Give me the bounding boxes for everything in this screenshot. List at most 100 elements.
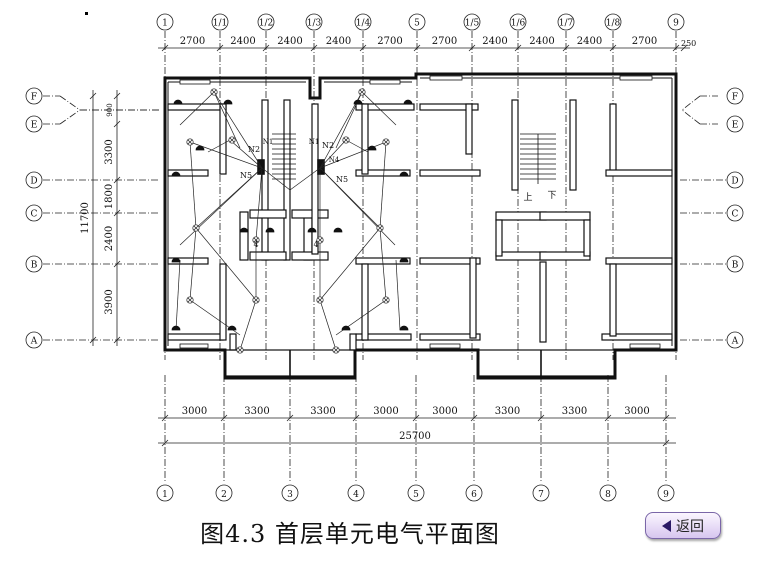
dim-top-4: 2700 [377,36,402,47]
dim-top-8: 2400 [577,36,602,47]
axis-bubble-right [726,87,744,105]
dim-bottom-6: 3300 [562,406,587,417]
dim-tick [113,92,121,100]
stair-down-label: 下 [547,191,556,201]
lamp-cross [237,347,243,353]
window [629,343,661,349]
dim-left-4: 3900 [104,289,115,314]
wall-segment-36 [609,103,617,175]
axis-label-top: 1/2 [259,19,273,29]
dim-tick [113,120,121,128]
left-triangle-icon [662,519,671,532]
axis-bubble-right [726,255,744,273]
back-button-label: 返回 [676,518,704,535]
grid-line-row-bend [681,95,701,111]
lamp-cross [377,225,383,231]
dim-top-9: 2700 [632,36,657,47]
dim-top-6: 2400 [482,36,507,47]
socket-icon [171,257,181,263]
socket-icon [265,227,275,233]
dim-bottom-0: 3000 [182,406,207,417]
window [429,75,463,81]
dim-tick [537,414,545,422]
lamp-cross [253,237,259,243]
axis-label-left: A [30,337,38,347]
socket-icon [367,145,377,151]
axis-bubble-bottom [281,484,299,502]
lamp-cross [383,139,389,145]
dim-tick [89,92,97,100]
axis-bubble-left [25,115,43,133]
axis-label-left: F [31,93,37,103]
axis-bubble-right [726,171,744,189]
dim-tick [562,44,570,52]
dim-tick [161,439,169,447]
wall-segment-2 [167,257,209,265]
axis-bubble-bottom [599,484,617,502]
axis-grid [43,31,726,483]
wall-segment-1 [167,169,209,177]
circuit-n5-left: N5 [240,171,252,180]
socket-icon [399,325,409,331]
wire-0 [213,91,263,169]
dim-tick [113,209,121,217]
wall-segment-35 [539,261,547,343]
dim-top-2: 2400 [277,36,302,47]
wire-11 [239,299,257,351]
inner-wall-line [167,77,673,346]
axis-bubble-top [257,13,275,31]
dim-left-3: 2400 [104,226,115,251]
wall-segment-27 [465,103,473,155]
wire-18 [319,167,396,246]
axis-bubble-right [726,331,744,349]
circuit-n2-left: N2 [248,145,260,154]
wall-segment-32 [539,211,591,221]
axis-bubble-right [726,204,744,222]
back-button[interactable]: 返回 [645,512,721,539]
axis-label-bottom: 5 [413,490,419,500]
dim-tick [286,414,294,422]
dim-tick [161,44,169,52]
window [179,343,209,349]
axis-label-right: E [732,121,739,131]
grid-line-row-bend [59,109,81,125]
wall-segment-4 [219,103,227,175]
dim-top-extra: 250 [681,39,696,48]
wall-segment-29 [511,99,519,191]
wall-segment-41 [495,219,503,257]
dim-bottom-3: 3000 [373,406,398,417]
wall-segment-34 [539,251,591,261]
axis-label-top: 1/5 [465,19,480,29]
lamp-cross [317,297,323,303]
wire-25 [319,227,381,301]
wire-12 [255,167,263,241]
axis-label-right: A [731,337,739,347]
wall-segment-40 [609,263,617,337]
dim-top-1: 2400 [230,36,255,47]
axis-bubble-left [25,255,43,273]
dim-bottom-1: 3300 [244,406,269,417]
balcony-right [477,349,616,377]
dim-tick [470,414,478,422]
axis-bubble-top [211,13,229,31]
axis-label-bottom: 7 [538,490,544,500]
wall-segment-21 [229,333,237,351]
socket-icon [171,325,181,331]
dim-bottom-7: 3000 [624,406,649,417]
wall-segment-13 [291,251,329,261]
wire-14 [207,139,231,153]
axis-label-top: 1/4 [356,19,371,29]
circuit-n2-right: N2 [322,141,334,150]
socket-icon [307,227,317,233]
axis-bubble-top [305,13,323,31]
wire-30 [175,259,181,331]
wire-20 [361,91,397,126]
dim-left-total: 11700 [80,202,91,234]
axis-bubble-bottom [657,484,675,502]
axis-bubble-top [156,13,174,31]
dim-tick [413,44,421,52]
lamp-cross [253,297,259,303]
dim-bottom-2: 3300 [310,406,335,417]
wall-segment-10 [249,209,287,219]
wall-segment-23 [419,103,479,111]
